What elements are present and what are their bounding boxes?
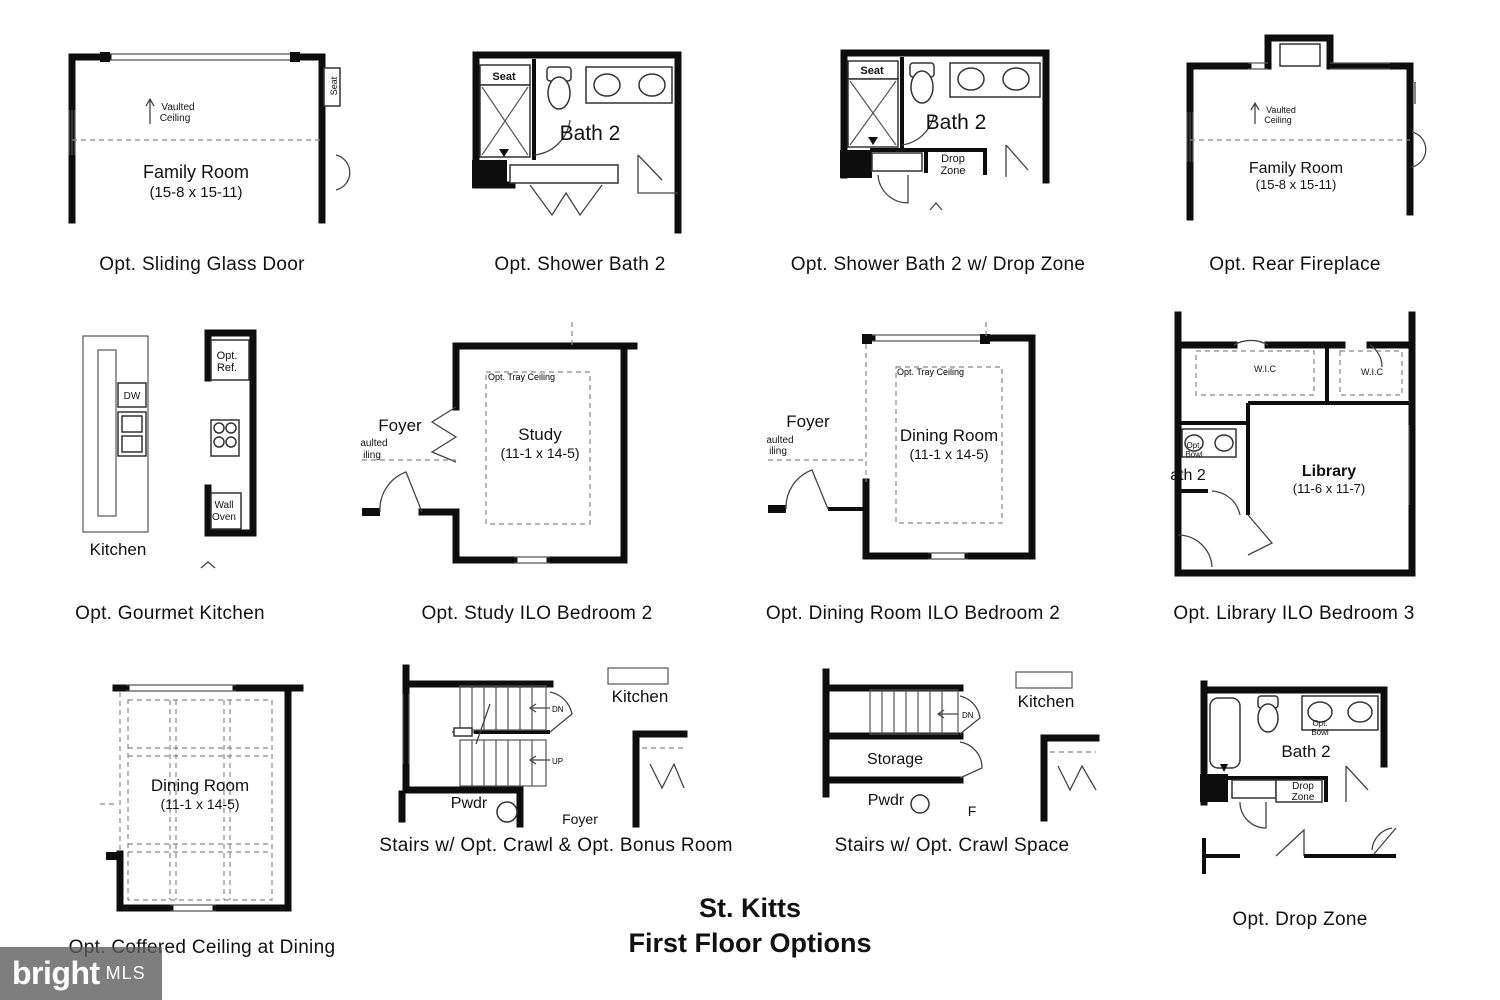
opt-ref-label-2: Ref. bbox=[217, 362, 237, 374]
library-dims: (11-6 x 11-7) bbox=[1293, 481, 1366, 496]
plan-dining-room: Opt. Tray Ceiling Foyer aulted iling Din… bbox=[766, 322, 1053, 572]
seat-label: Seat bbox=[329, 76, 339, 95]
seat-label: Seat bbox=[492, 71, 516, 83]
plan-sliding-glass-door: Seat Vaulted Ceiling Family Room (15-8 x… bbox=[60, 40, 360, 230]
caption-gourmet-kitchen: Opt. Gourmet Kitchen bbox=[75, 603, 265, 624]
dn-label: DN bbox=[962, 711, 974, 720]
caption-dining-room: Opt. Dining Room ILO Bedroom 2 bbox=[765, 603, 1061, 624]
opt-bowl-label-1: Opt. bbox=[1312, 719, 1327, 728]
caption-sliding-glass-door: Opt. Sliding Glass Door bbox=[99, 254, 305, 275]
f-partial-label: F bbox=[968, 803, 977, 819]
plan-stairs-crawl: DN Storage Pwdr F Kitchen bbox=[810, 668, 1110, 822]
bath2-label: Bath 2 bbox=[926, 111, 987, 134]
kitchen-label: Kitchen bbox=[90, 540, 147, 559]
drop-label: Drop bbox=[1292, 781, 1314, 792]
iling-label: iling bbox=[769, 446, 787, 457]
kitchen-label: Kitchen bbox=[612, 687, 669, 706]
plan-library: W.I.C W.I.C Opt. Bowl ath 2 Library (11-… bbox=[1170, 305, 1422, 585]
bath2-label: Bath 2 bbox=[1281, 742, 1330, 761]
caption-stairs-bonus: Stairs w/ Opt. Crawl & Opt. Bonus Room bbox=[379, 835, 733, 856]
page-title-line1: St. Kitts bbox=[698, 893, 802, 923]
pwdr-label: Pwdr bbox=[451, 795, 488, 812]
page-title-line2: First Floor Options bbox=[628, 928, 872, 958]
caption-drop-zone: Opt. Drop Zone bbox=[1232, 909, 1368, 930]
aulted-label: aulted bbox=[360, 438, 387, 449]
aulted-label: aulted bbox=[766, 435, 793, 446]
wall-oven-label-1: Wall bbox=[214, 500, 233, 511]
plan-coffered-ceiling: Dining Room (11-1 x 14-5) bbox=[100, 680, 310, 915]
dining-room-label: Dining Room bbox=[151, 776, 249, 795]
plan-study: Opt. Tray Ceiling Foyer aulted iling Stu… bbox=[360, 322, 642, 572]
wic-label-2: W.I.C bbox=[1361, 367, 1383, 377]
ceiling-label: Ceiling bbox=[1264, 115, 1292, 125]
bath2-label: Bath 2 bbox=[560, 122, 621, 145]
caption-stairs-crawl: Stairs w/ Opt. Crawl Space bbox=[834, 835, 1070, 856]
storage-label: Storage bbox=[867, 751, 923, 768]
plan-gourmet-kitchen: DW Opt. Ref. Wall Oven Kitchen bbox=[78, 328, 268, 578]
caption-library: Opt. Library ILO Bedroom 3 bbox=[1173, 603, 1415, 624]
tray-ceiling-label: Opt. Tray Ceiling bbox=[488, 372, 555, 382]
caption-shower-bath-2-drop-zone: Opt. Shower Bath 2 w/ Drop Zone bbox=[790, 254, 1086, 275]
kitchen-label: Kitchen bbox=[1018, 692, 1075, 711]
foyer-label: Foyer bbox=[378, 416, 422, 435]
wall-oven-label-2: Oven bbox=[212, 512, 236, 523]
opt-ref-label-1: Opt. bbox=[217, 350, 238, 362]
zone-label: Zone bbox=[940, 165, 965, 177]
tray-ceiling-label: Opt. Tray Ceiling bbox=[897, 367, 964, 377]
seat-label: Seat bbox=[860, 65, 884, 77]
caption-shower-bath-2: Opt. Shower Bath 2 bbox=[494, 254, 666, 275]
family-room-label: Family Room bbox=[1249, 160, 1343, 177]
drop-label: Drop bbox=[941, 153, 965, 165]
dw-label: DW bbox=[124, 391, 141, 402]
dn-label: DN bbox=[552, 705, 564, 714]
caption-rear-fireplace: Opt. Rear Fireplace bbox=[1209, 254, 1381, 275]
zone-label: Zone bbox=[1292, 792, 1315, 803]
bright-mls-watermark: bright MLS bbox=[0, 947, 162, 1000]
opt-bowl-label-2: Bowl bbox=[1185, 450, 1203, 459]
wic-label-1: W.I.C bbox=[1254, 364, 1276, 374]
family-room-dims: (15-8 x 15-11) bbox=[149, 184, 242, 201]
opt-bowl-label-1: Opt. bbox=[1186, 441, 1201, 450]
vaulted-label: Vaulted bbox=[1266, 105, 1296, 115]
opt-bowl-label-2: Bowl bbox=[1311, 728, 1329, 737]
dining-room-dims: (11-1 x 14-5) bbox=[909, 446, 988, 462]
vaulted-label: Vaulted bbox=[161, 102, 194, 113]
watermark-suffix: MLS bbox=[105, 963, 146, 983]
foyer-label: Foyer bbox=[786, 412, 830, 431]
plan-stairs-bonus: DN UP Pwdr Foyer Kitchen bbox=[392, 664, 692, 828]
iling-label: iling bbox=[363, 450, 381, 461]
caption-study: Opt. Study ILO Bedroom 2 bbox=[421, 603, 653, 624]
library-label: Library bbox=[1302, 463, 1356, 480]
pwdr-label: Pwdr bbox=[868, 792, 905, 809]
watermark-brand: bright bbox=[12, 955, 100, 991]
family-room-dims: (15-8 x 15-11) bbox=[1256, 177, 1337, 192]
plan-rear-fireplace: Vaulted Ceiling Family Room (15-8 x 15-1… bbox=[1180, 32, 1427, 222]
dining-room-label: Dining Room bbox=[900, 426, 998, 445]
ceiling-label: Ceiling bbox=[160, 113, 191, 124]
study-dims: (11-1 x 14-5) bbox=[500, 445, 579, 461]
plan-shower-bath-2: Seat Bath 2 bbox=[462, 45, 702, 234]
family-room-label: Family Room bbox=[143, 162, 249, 182]
dining-room-dims: (11-1 x 14-5) bbox=[160, 796, 239, 812]
foyer-partial-label: Foyer bbox=[562, 811, 598, 827]
study-label: Study bbox=[518, 425, 562, 444]
up-label: UP bbox=[552, 757, 563, 766]
plan-shower-bath-2-drop-zone: Seat Drop Zone Bath 2 bbox=[830, 45, 1070, 215]
plan-drop-zone: Opt. Bowl Bath 2 Drop Zone bbox=[1196, 678, 1406, 878]
ath2-label: ath 2 bbox=[1170, 467, 1206, 484]
